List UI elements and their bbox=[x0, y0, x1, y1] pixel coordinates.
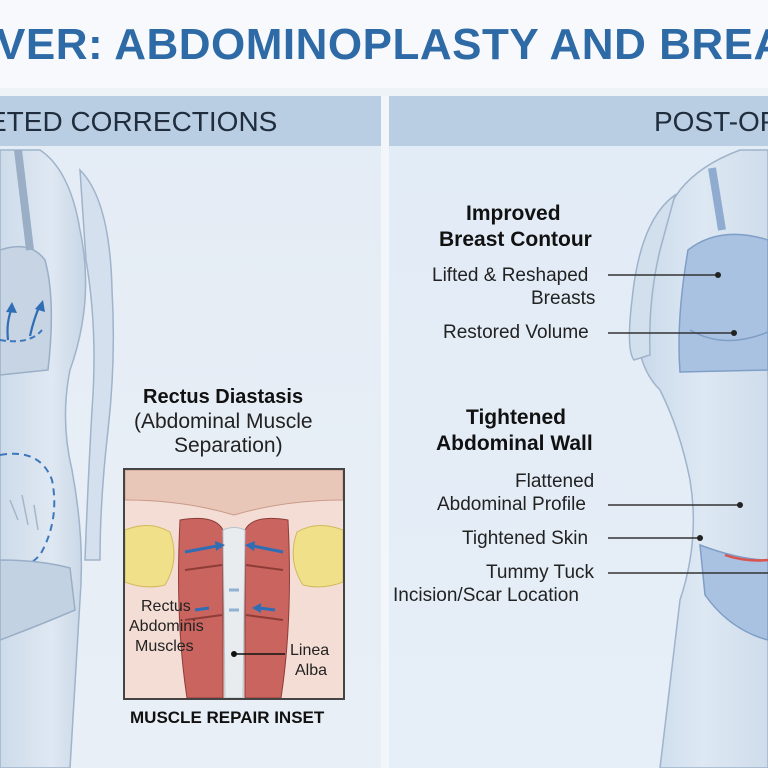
rectus-diastasis-subtitle-2: Separation) bbox=[174, 434, 283, 457]
before-underwear bbox=[0, 559, 76, 641]
after-underwear bbox=[699, 543, 768, 641]
fat-tissue-left bbox=[125, 525, 175, 588]
abdomen-heading-2: Abdominal Wall bbox=[436, 432, 593, 455]
muscles-label-3: Muscles bbox=[135, 638, 194, 655]
linea-alba-label-1: Linea bbox=[290, 642, 330, 659]
muscle-repair-inset: Rectus Abdominis Muscles Linea Alba bbox=[123, 468, 345, 700]
after-panel-header: POST-OP bbox=[389, 96, 768, 146]
tightened-skin-label: Tightened Skin bbox=[462, 528, 589, 549]
inward-arrow-right bbox=[252, 544, 284, 554]
incision-scar bbox=[724, 553, 768, 562]
inward-arrow-left bbox=[184, 544, 218, 554]
flattened-label-2: Abdominal Profile bbox=[437, 494, 586, 515]
panel-divider bbox=[381, 96, 389, 768]
muscle-diagram bbox=[125, 470, 343, 698]
flattened-label-1: Flattened bbox=[515, 471, 595, 492]
rectus-diastasis-subtitle-1: (Abdominal Muscle bbox=[134, 410, 313, 433]
breast-heading-1: Improved bbox=[466, 202, 561, 225]
abdomen-heading-1: Tightened bbox=[466, 406, 566, 429]
before-panel-title: ETED CORRECTIONS bbox=[0, 106, 278, 137]
after-bra bbox=[678, 233, 768, 373]
breast-heading-2: Breast Contour bbox=[439, 228, 592, 251]
fat-tissue-right bbox=[292, 525, 343, 588]
linea-alba bbox=[222, 527, 246, 698]
rectus-diastasis-heading: Rectus Diastasis bbox=[143, 386, 304, 408]
before-body-illustration bbox=[0, 149, 115, 768]
lifted-label-1: Lifted & Reshaped bbox=[432, 265, 589, 286]
after-panel-title: POST-OP bbox=[654, 106, 768, 137]
linea-alba-label-2: Alba bbox=[295, 662, 328, 679]
tummy-tuck-label-1: Tummy Tuck bbox=[486, 562, 595, 583]
inset-caption: MUSCLE REPAIR INSET bbox=[130, 708, 325, 727]
title-bar: VER: ABDOMINOPLASTY AND BREA bbox=[0, 0, 768, 88]
before-arm bbox=[79, 168, 115, 561]
restored-volume-label: Restored Volume bbox=[443, 322, 589, 343]
muscles-label-2: Abdominis bbox=[129, 618, 204, 635]
before-panel-header: ETED CORRECTIONS bbox=[0, 96, 381, 146]
after-arm bbox=[628, 193, 677, 361]
lifted-label-2: Breasts bbox=[531, 288, 596, 309]
before-bra bbox=[0, 245, 53, 376]
muscles-label-1: Rectus bbox=[141, 598, 191, 615]
tummy-tuck-label-2: Incision/Scar Location bbox=[393, 585, 579, 606]
page-title: VER: ABDOMINOPLASTY AND BREA bbox=[0, 20, 768, 69]
